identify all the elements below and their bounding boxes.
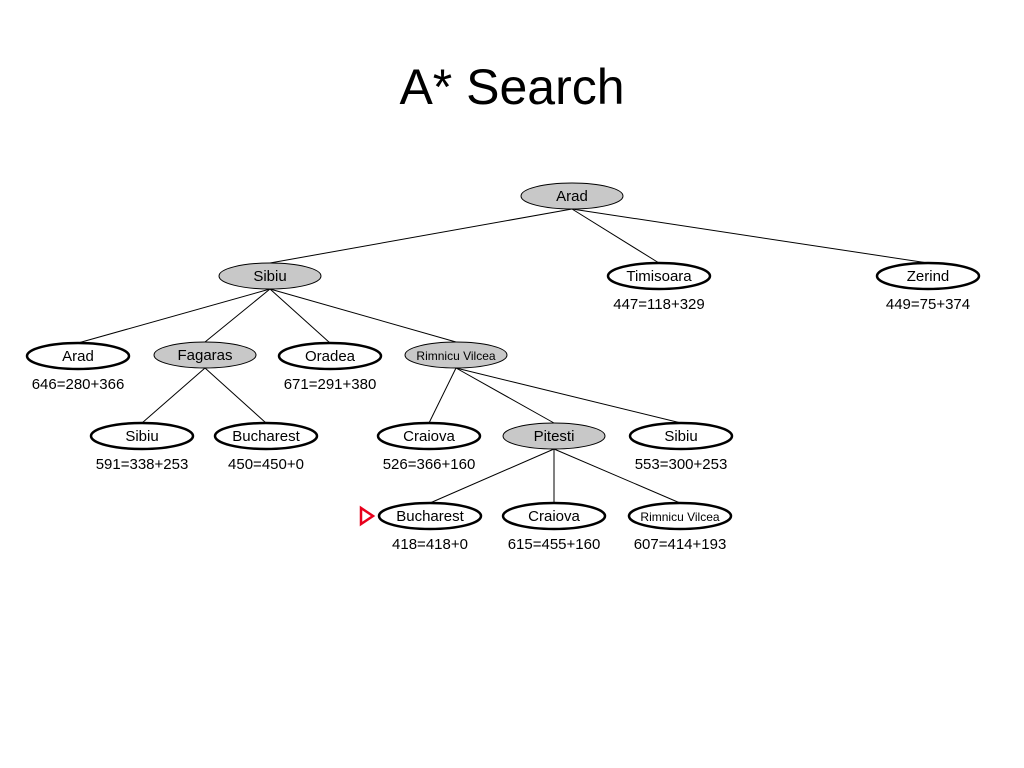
edge-fagaras-to-bucharest-1 (204, 367, 267, 424)
node-label: Sibiu (253, 268, 286, 285)
frontier-node-ellipse (606, 261, 712, 291)
edge-rimnicu-vilcea-to-pitesti (455, 367, 555, 424)
expanded-node-ellipse (218, 262, 322, 290)
edge-rimnicu-vilcea-to-sibiu-3 (455, 367, 682, 424)
edge-pitesti-to-bucharest-2 (429, 448, 555, 504)
frontier-node-ellipse (627, 501, 733, 531)
node-pitesti: Pitesti (502, 422, 606, 450)
frontier-node-ellipse (501, 501, 607, 531)
frontier-node-ellipse (213, 421, 319, 451)
node-rimnicu-vilcea: Rimnicu Vilcea (404, 341, 508, 369)
edge-sibiu-to-fagaras (204, 288, 271, 343)
node-label: Pitesti (534, 428, 575, 445)
expanded-node-ellipse (153, 341, 257, 369)
node-label: Zerind (907, 268, 950, 285)
cost-labels: 447=118+329 449=75+374 646=280+366 671=291+… (32, 296, 970, 553)
cost-label-zerind: 449=75+374 (886, 296, 970, 313)
node-label: Sibiu (664, 428, 697, 445)
cost-label-craiova-2: 615=455+160 (508, 536, 601, 553)
frontier-node-ellipse (89, 421, 195, 451)
edge-arad-root-to-sibiu (269, 208, 573, 264)
node-bucharest-1: Bucharest (213, 421, 319, 451)
goal-marker-layer (359, 505, 376, 527)
node-label: Sibiu (125, 428, 158, 445)
edge-sibiu-to-oradea (269, 288, 331, 344)
cost-label-arad-2: 646=280+366 (32, 376, 125, 393)
frontier-node-ellipse (376, 421, 482, 451)
node-arad-root: Arad (520, 182, 624, 210)
node-label: Rimnicu Vilcea (416, 349, 495, 363)
node-sibiu-2: Sibiu (89, 421, 195, 451)
expanded-node-ellipse (502, 422, 606, 450)
cost-label-timisoara: 447=118+329 (613, 296, 705, 313)
expanded-node-ellipse (404, 341, 508, 369)
node-label: Fagaras (177, 347, 232, 364)
node-sibiu: Sibiu (218, 262, 322, 290)
node-arad-2: Arad (25, 341, 131, 371)
node-label: Rimnicu Vilcea (640, 510, 719, 524)
node-label: Craiova (528, 508, 580, 525)
cost-label-rimnicu-vilcea-2: 607=414+193 (634, 536, 727, 553)
node-craiova-2: Craiova (501, 501, 607, 531)
node-oradea: Oradea (277, 341, 383, 371)
node-zerind: Zerind (875, 261, 981, 291)
edge-fagaras-to-sibiu-2 (141, 367, 206, 424)
edge-arad-root-to-timisoara (571, 208, 660, 264)
node-label: Bucharest (396, 508, 464, 525)
node-rimnicu-vilcea-2: Rimnicu Vilcea (627, 501, 733, 531)
node-bucharest-2: Bucharest (377, 501, 483, 531)
cost-label-oradea: 671=291+380 (284, 376, 377, 393)
cost-label-sibiu-2: 591=338+253 (96, 456, 189, 473)
frontier-node-ellipse (377, 501, 483, 531)
node-label: Oradea (305, 348, 356, 365)
edge-pitesti-to-rimnicu-vilcea-2 (553, 448, 681, 504)
edge-sibiu-to-arad-2 (77, 288, 271, 344)
node-label: Craiova (403, 428, 455, 445)
edge-sibiu-to-rimnicu-vilcea (269, 288, 457, 343)
cost-label-craiova-1: 526=366+160 (383, 456, 476, 473)
cost-label-bucharest-1: 450=450+0 (228, 456, 304, 473)
node-craiova-1: Craiova (376, 421, 482, 451)
node-sibiu-3: Sibiu (628, 421, 734, 451)
expanded-node-ellipse (520, 182, 624, 210)
node-label: Arad (556, 188, 588, 205)
edge-arad-root-to-zerind (571, 208, 929, 264)
frontier-node-ellipse (628, 421, 734, 451)
cost-label-sibiu-3: 553=300+253 (635, 456, 728, 473)
node-label: Timisoara (626, 268, 692, 285)
frontier-node-ellipse (875, 261, 981, 291)
node-label: Bucharest (232, 428, 300, 445)
tree-edges (77, 208, 929, 504)
frontier-node-ellipse (25, 341, 131, 371)
cost-label-bucharest-2: 418=418+0 (392, 536, 468, 553)
slide-title: A* Search (399, 59, 625, 115)
goal-arrow-icon (359, 505, 376, 527)
node-label: Arad (62, 348, 94, 365)
node-timisoara: Timisoara (606, 261, 712, 291)
frontier-node-ellipse (277, 341, 383, 371)
node-fagaras: Fagaras (153, 341, 257, 369)
edge-rimnicu-vilcea-to-craiova-1 (428, 367, 457, 424)
